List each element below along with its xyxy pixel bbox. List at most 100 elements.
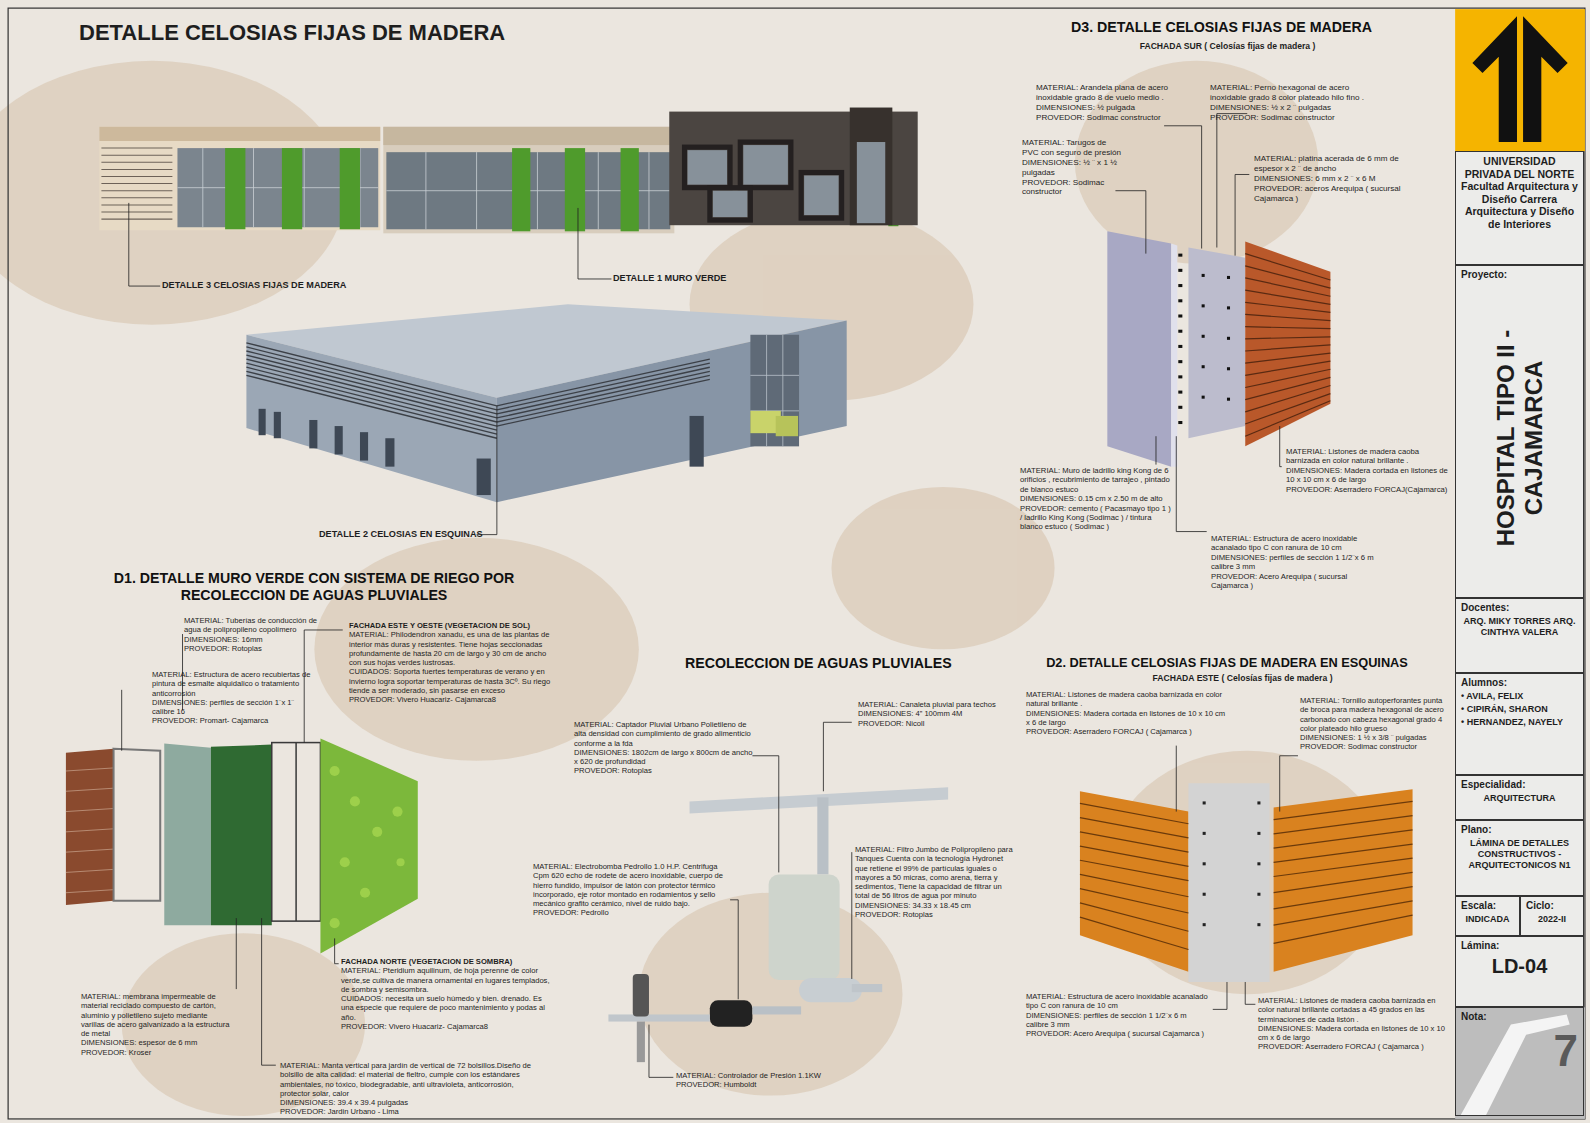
callout-group: MATERIAL: Controlador de Presión 1.1KWPR… — [676, 1071, 859, 1090]
title-block-cell: Ciclo:2022-II — [1520, 896, 1584, 936]
callout-text: MATERIAL: Estructura de acero recubierta… — [152, 670, 314, 698]
cell-text: Lámina: — [1461, 940, 1578, 952]
title-block-cell: Escala: INDICADA — [1455, 896, 1520, 936]
callout-text: PROVEDOR: Jardin Urbano - Lima — [280, 1107, 539, 1116]
callout-group: MATERIAL: Captador Pluvial Urbano Poliet… — [574, 720, 754, 776]
cell-text: Ciclo: — [1526, 900, 1578, 912]
nota-ground — [1455, 1007, 1585, 1119]
callout-group: MATERIAL: Estructura de acero recubierta… — [152, 670, 314, 726]
callout-text: DIMENSIONES: espesor de 6 mm — [81, 1038, 233, 1047]
cell-text: • CIPIRÁN, SHARON — [1461, 704, 1578, 715]
callout-text: DIMENSIONES: 1802cm de largo x 800cm de … — [574, 748, 754, 767]
title-block-cell: Especialidad: ARQUITECTURA — [1455, 775, 1584, 820]
callout-text: MATERIAL: Manta vertical para jardín de … — [280, 1061, 539, 1098]
title-block-cell: UNIVERSIDAD PRIVADA DEL NORTE Facultad A… — [1455, 151, 1584, 265]
callout-text: MATERIAL: Canaleta pluvial para techos — [858, 700, 1020, 709]
hospital-elevation — [99, 108, 917, 234]
callout-group: DETALLE 3 CELOSIAS FIJAS DE MADERA — [162, 280, 365, 291]
callout-text: MATERIAL: Tornillo autoperforantes punta… — [1300, 696, 1452, 733]
callout-group: DETALLE 1 MURO VERDE — [613, 273, 785, 284]
callout-group: FACHADA NORTE (VEGETACION DE SOMBRA)MATE… — [341, 957, 556, 1031]
callout-group: MATERIAL: Arandela plana de acero inoxid… — [1036, 83, 1198, 123]
cell-text: INDICADA — [1461, 914, 1514, 925]
callout-group: MATERIAL: Perno hexagonal de acero inoxi… — [1210, 83, 1377, 123]
callout-text: PROVEDOR: Acero Arequipa ( sucursal Caja… — [1026, 1029, 1211, 1038]
callout-text: FACHADA NORTE (VEGETACION DE SOMBRA) — [341, 957, 556, 966]
callout-group: MATERIAL: Canaleta pluvial para techosDI… — [858, 700, 1020, 728]
callout-text: DIMENSIONES: 0.15 cm x 2.50 m de alto — [1020, 494, 1174, 503]
callout-text: DIMENSIONES: perfiles de sección 1 1/2¨x… — [1211, 553, 1375, 572]
callout-group: MATERIAL: Estructura de acero inoxidable… — [1211, 534, 1375, 590]
cell-text: • HERNANDEZ, NAYELY — [1461, 717, 1578, 728]
rainwater-system — [608, 787, 948, 1062]
callout-group: MATERIAL: Filtro Jumbo de Polipropileno … — [855, 845, 1017, 919]
callout-text: MATERIAL: Listones de madera caoba barni… — [1286, 447, 1450, 466]
callout-text: PROVEDOR: Aserradero FORCAJ(Cajamarca) — [1286, 485, 1450, 494]
callout-group: MATERIAL: Listones de madera caoba barni… — [1258, 996, 1450, 1052]
cell-text: Docentes: — [1461, 602, 1578, 614]
callout-text: DIMENSIONES: Madera cortada en listones … — [1026, 709, 1229, 728]
callout-group: MATERIAL: Electrobomba Pedrollo 1.0 H.P.… — [533, 862, 731, 918]
logo-arrows — [1472, 16, 1567, 142]
callout-text: PROVEDOR: Promart- Cajamarca — [152, 716, 314, 725]
callout-text: CUIDADOS: Soporta fuertes temperaturas d… — [349, 667, 557, 695]
callout-group: D2. DETALLE CELOSIAS FIJAS DE MADERA EN … — [1004, 655, 1450, 671]
cell-text: Escala: — [1461, 900, 1514, 912]
cell-text: Proyecto: — [1461, 269, 1578, 281]
callout-text: PROVEDOR: Acero Arequipa ( sucursal Caja… — [1211, 572, 1375, 591]
cell-text: 7 — [1461, 1025, 1578, 1078]
sheet-title: DETALLE CELOSIAS FIJAS DE MADERA — [79, 20, 505, 47]
callout-text: MATERIAL: Estructura de acero inoxidable… — [1026, 992, 1211, 1011]
callout-group: MATERIAL: Manta vertical para jardín de … — [280, 1061, 539, 1117]
cell-text: Especialidad: — [1461, 779, 1578, 791]
callout-text: PROVEDOR: Humboldt — [676, 1080, 859, 1089]
title-block-cell: Lámina: LD-04 — [1455, 936, 1584, 1007]
hospital-perspective — [246, 304, 846, 502]
title-block-cell: Proyecto:HOSPITAL TIPO II - CAJAMARCA — [1455, 265, 1584, 598]
callout-text: PROVEDOR: cemento ( Pacasmayo tipo 1 ) /… — [1020, 504, 1174, 532]
callout-text: DIMENSIONES: 34.33 x 18.45 cm — [855, 901, 1017, 910]
d2-corner-lattice — [1080, 783, 1413, 982]
heading-label: D2. DETALLE CELOSIAS FIJAS DE MADERA EN … — [1004, 655, 1450, 671]
callout-text: MATERIAL: Philodendron xanadu, es una de… — [349, 630, 557, 667]
callout-text: MATERIAL: Tuberías de conducción de agua… — [184, 616, 336, 635]
cell-text: ARQ. MIKY TORRES ARQ. CINTHYA VALERA — [1461, 616, 1578, 638]
cell-text: LÁMINA DE DETALLES CONSTRUCTIVOS - ARQUI… — [1461, 838, 1578, 870]
callout-text: MATERIAL: Arandela plana de acero inoxid… — [1036, 83, 1198, 103]
callout-group: FACHADA ESTE Y OESTE (VEGETACION DE SOL)… — [349, 621, 557, 705]
callout-text: MATERIAL: membrana impermeable de materi… — [81, 992, 233, 1038]
cell-text: LD-04 — [1461, 954, 1578, 978]
callout-text: PROVEDOR: Rotoplas — [855, 910, 1017, 919]
paper-blobs — [0, 61, 1389, 1116]
cell-text: Plano: — [1461, 824, 1578, 836]
cell-text: Nota: — [1461, 1011, 1578, 1023]
callout-text: MATERIAL: Electrobomba Pedrollo 1.0 H.P.… — [533, 862, 731, 908]
d3-lattice-detail — [1107, 231, 1330, 466]
sheet-frame — [8, 8, 1585, 1119]
callout-text: PROVEDOR: Sodimac constructor — [1210, 113, 1377, 123]
callout-text: FACHADA ESTE Y OESTE (VEGETACION DE SOL) — [349, 621, 557, 630]
heading-label: FACHADA ESTE ( Celosías fijas de madera … — [1141, 673, 1344, 684]
title-block-cell: Plano: LÁMINA DE DETALLES CONSTRUCTIVOS -… — [1455, 820, 1584, 896]
callout-text: PROVEDOR: Aserradero FORCAJ ( Cajamarca … — [1026, 727, 1229, 736]
callout-text: DIMENSIONES: Madera cortada en listones … — [1258, 1024, 1450, 1043]
callout-text: PROVEDOR: Kroser — [81, 1048, 233, 1057]
callout-text: DIMENSIONES: ½ pulgada — [1036, 103, 1198, 113]
callout-text: PROVEDOR: Sodimac constructor — [1300, 742, 1452, 751]
title-block-cell: Alumnos:• AVILA, FELIX• CIPIRÁN, SHARON•… — [1455, 673, 1584, 775]
heading-label: DETALLE 2 CELOSIAS EN ESQUINAS — [319, 529, 491, 540]
callout-group: MATERIAL: Estructura de acero inoxidable… — [1026, 992, 1211, 1038]
callout-group: MATERIAL: membrana impermeable de materi… — [81, 992, 233, 1057]
callout-text: DIMENSIONES: 6 mm x 2 ¨ x 6 M — [1254, 174, 1426, 184]
cell-text: ARQUITECTURA — [1461, 793, 1578, 804]
callout-text: DIMENSIONES: 1 ½ x 3/8 ¨ pulgadas — [1300, 733, 1452, 742]
callout-text: MATERIAL: Estructura de acero inoxidable… — [1211, 534, 1375, 553]
callout-text: DIMENSIONES: perfiles de sección 1 1/2¨x… — [1026, 1011, 1211, 1030]
callout-text: DIMENSIONES: ½ ¨ x 1 ½ pulgadas — [1022, 158, 1123, 178]
callout-group: MATERIAL: Tornillo autoperforantes punta… — [1300, 696, 1452, 752]
callout-group: FACHADA SUR ( Celosías fijas de madera ) — [1121, 41, 1334, 52]
callout-group: RECOLECCION DE AGUAS PLUVIALES — [685, 655, 959, 672]
callout-group: MATERIAL: Tarugos de PVC con seguro de p… — [1022, 138, 1123, 197]
callout-group: D1. DETALLE MURO VERDE CON SISTEMA DE RI… — [101, 570, 527, 605]
heading-label: D3. DETALLE CELOSIAS FIJAS DE MADERA — [1039, 19, 1404, 36]
